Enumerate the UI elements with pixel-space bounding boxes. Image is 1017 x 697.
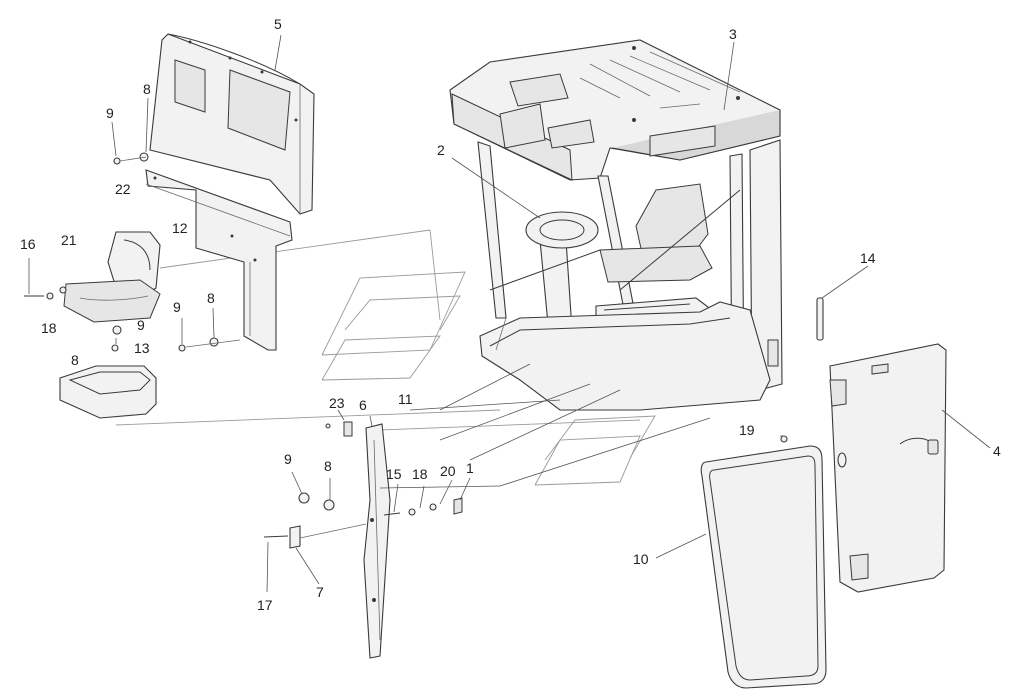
callout-3: 3 [729, 26, 737, 42]
callout-8: 8 [143, 81, 151, 97]
callout-13: 13 [134, 340, 150, 356]
mount-bracket [263, 525, 301, 549]
hinge-pin [816, 297, 824, 341]
leader-lines [28, 34, 991, 593]
callout-16: 16 [20, 236, 36, 252]
trim-strip [325, 421, 391, 659]
callout-22: 22 [115, 181, 131, 197]
seat-base [59, 365, 157, 419]
floor-projection-outline [115, 229, 656, 486]
small-seat [63, 231, 161, 323]
callout-14: 14 [860, 250, 876, 266]
callout-8: 8 [324, 458, 332, 474]
callout-9: 9 [173, 299, 181, 315]
callout-9: 9 [137, 317, 145, 333]
callout-6: 6 [359, 397, 367, 413]
callout-19: 19 [739, 422, 755, 438]
callout-2: 2 [437, 142, 445, 158]
callout-11: 11 [398, 391, 413, 407]
callout-23: 23 [329, 395, 345, 411]
door-seal [700, 445, 827, 689]
callout-12: 12 [172, 220, 188, 236]
callout-17: 17 [257, 597, 273, 613]
fasteners-left [24, 152, 241, 352]
fasteners-center [298, 492, 463, 539]
callout-8: 8 [71, 352, 79, 368]
callout-4: 4 [993, 443, 1001, 459]
callout-7: 7 [316, 584, 324, 600]
rear-wall-panel [145, 169, 293, 351]
callout-18: 18 [41, 320, 57, 336]
callout-9: 9 [106, 105, 114, 121]
callout-1: 1 [466, 460, 474, 476]
callout-9: 9 [284, 451, 292, 467]
callout-20: 20 [440, 463, 456, 479]
callout-15: 15 [386, 466, 402, 482]
callout-21: 21 [61, 232, 77, 248]
headliner-panel [149, 33, 315, 215]
cab-door [780, 343, 947, 593]
callout-8: 8 [207, 290, 215, 306]
callout-10: 10 [633, 551, 649, 567]
callout-18: 18 [412, 466, 428, 482]
cab-frame [449, 39, 783, 411]
callout-5: 5 [274, 16, 282, 32]
